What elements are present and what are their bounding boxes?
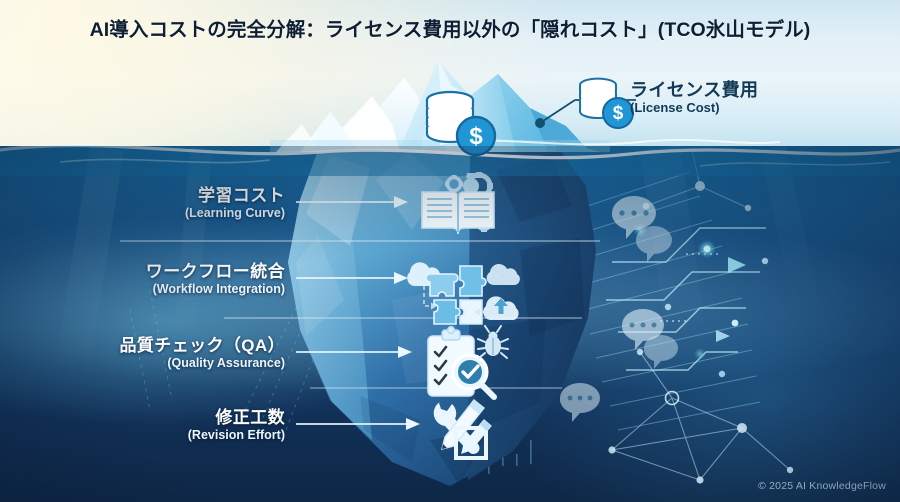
coin-stack-icon: $ [579, 77, 634, 129]
label-learning-curve-jp: 学習コスト [80, 186, 285, 205]
label-quality-assurance-jp: 品質チェック（QA） [70, 336, 285, 355]
clipboard-magnifier-bug-icon [427, 325, 509, 400]
label-quality-assurance: 品質チェック（QA） (Quality Assurance) [70, 336, 286, 370]
page-title: AI導入コストの完全分解：ライセンス費用以外の「隠れコスト」(TCO氷山モデル) [89, 19, 811, 41]
label-license-cost-en: (License Cost) [630, 100, 720, 116]
label-license-cost-jp: ライセンス費用 [630, 80, 759, 100]
label-revision-effort-en: (Revision Effort) [70, 428, 285, 442]
label-revision-effort-jp: 修正工数 [70, 408, 285, 427]
chat-bubble-icon [635, 226, 672, 262]
chat-bubble-icon [643, 335, 678, 369]
label-workflow-integration-en: (Workflow Integration) [70, 282, 285, 296]
chat-bubble-icon [611, 196, 656, 239]
svg-text:$: $ [613, 103, 624, 124]
puzzle-clouds-icon [407, 262, 520, 325]
label-workflow-integration-jp: ワークフロー統合 [70, 262, 285, 281]
wrench-pencil-edit-icon [433, 399, 492, 460]
label-license-cost: ライセンス費用 (License Cost) [630, 80, 758, 116]
label-workflow-integration: ワークフロー統合 (Workflow Integration) [70, 262, 285, 296]
copyright-credit: © 2025 AI KnowledgeFlow [758, 480, 886, 492]
label-quality-assurance-en: (Quality Assurance) [70, 356, 285, 370]
open-book-gears-icon [421, 172, 495, 235]
label-learning-curve-en: (Learning Curve) [80, 206, 285, 220]
chat-bubble-icon [559, 383, 600, 422]
ocean-vignette [0, 146, 900, 502]
label-learning-curve: 学習コスト (Learning Curve) [80, 186, 285, 220]
chat-bubble-icon [621, 309, 664, 350]
label-revision-effort: 修正工数 (Revision Effort) [70, 408, 285, 442]
svg-text:$: $ [469, 123, 483, 150]
coin-stack-icon: $ [425, 90, 497, 157]
